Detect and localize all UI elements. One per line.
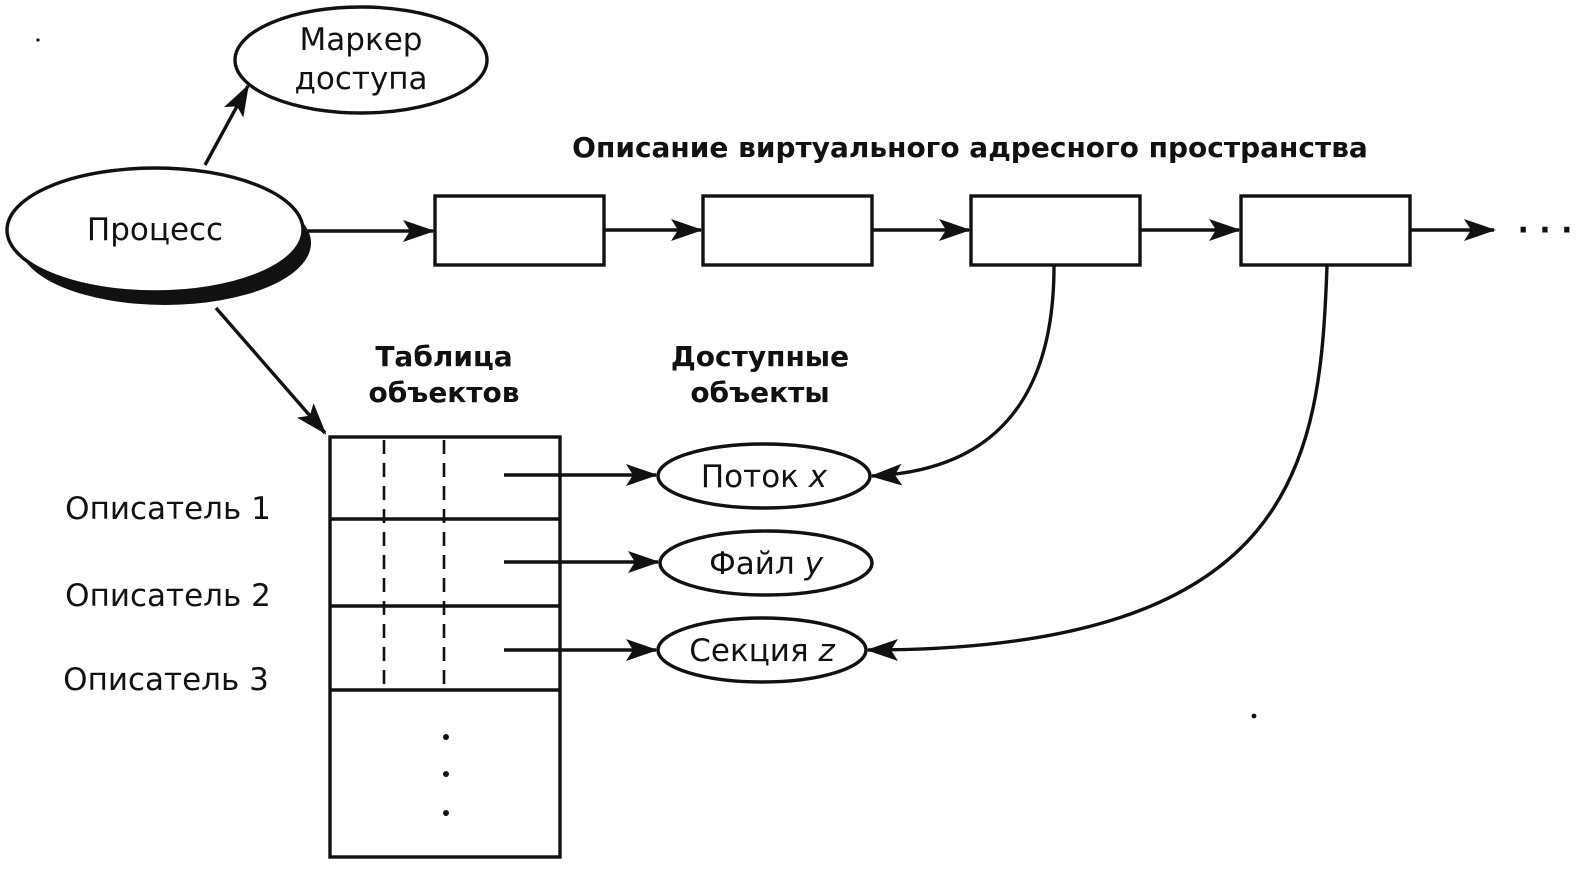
process-node: Процесс bbox=[5, 166, 311, 305]
object-file-shape bbox=[658, 529, 874, 597]
arrow-process-to-token bbox=[203, 84, 250, 166]
objects-title-line2: объекты bbox=[690, 376, 829, 409]
process-shape bbox=[5, 166, 305, 294]
object-file-label: Файл y bbox=[709, 546, 824, 582]
object-section: Секция z bbox=[656, 616, 868, 684]
object-file: Файл y bbox=[658, 529, 874, 597]
object-section-label: Секция z bbox=[689, 633, 835, 669]
objects-title-line1: Доступные bbox=[671, 340, 849, 373]
vas-chain: · · · bbox=[306, 194, 1573, 267]
object-file-var: y bbox=[804, 546, 824, 582]
object-thread-var: x bbox=[808, 459, 828, 495]
handle-label-1: Описатель 1 bbox=[65, 491, 271, 527]
speck-1 bbox=[36, 38, 40, 42]
speck-2 bbox=[1251, 713, 1257, 719]
object-section-var: z bbox=[817, 633, 835, 669]
access-token-label-line2: доступа bbox=[294, 61, 427, 97]
arrow-vad-3-to-thread bbox=[870, 265, 1056, 486]
access-token-label-line1: Маркер bbox=[300, 22, 423, 58]
object-table bbox=[328, 435, 562, 859]
vad-block-3 bbox=[969, 194, 1142, 267]
object-section-shape bbox=[656, 616, 868, 684]
object-thread: Поток x bbox=[656, 442, 872, 510]
table-continuation-dot-1 bbox=[443, 734, 449, 740]
table-title-line2: объектов bbox=[368, 376, 519, 409]
arrow-vad-4-to-section bbox=[866, 265, 1329, 661]
handle-label-2: Описатель 2 bbox=[65, 578, 271, 614]
vad-block-2 bbox=[701, 194, 874, 267]
object-file-name: Файл bbox=[709, 546, 795, 582]
access-token-node: Маркер доступа bbox=[233, 5, 489, 115]
table-continuation-dot-3 bbox=[443, 810, 449, 816]
vas-title: Описание виртуального адресного простран… bbox=[572, 131, 1368, 164]
process-label: Процесс bbox=[87, 212, 223, 248]
handle-label-3: Описатель 3 bbox=[63, 662, 269, 698]
table-continuation-dot-2 bbox=[443, 771, 449, 777]
object-thread-shape bbox=[656, 442, 872, 510]
vad-block-4 bbox=[1239, 194, 1412, 267]
arrow-process-to-table bbox=[214, 306, 327, 435]
vad-block-1 bbox=[433, 194, 606, 267]
object-section-name: Секция bbox=[689, 633, 808, 669]
object-thread-name: Поток bbox=[701, 459, 799, 495]
vas-ellipsis: · · · bbox=[1517, 213, 1572, 248]
table-title-line1: Таблица bbox=[375, 340, 512, 373]
object-thread-label: Поток x bbox=[701, 459, 828, 495]
access-token-shape bbox=[233, 5, 489, 115]
